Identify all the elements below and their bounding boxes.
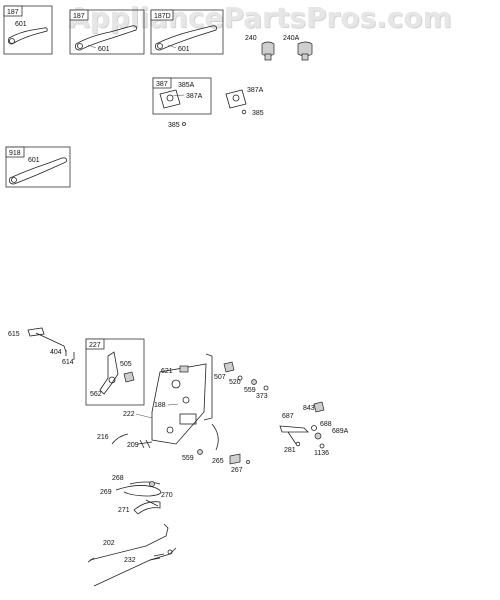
part-559a[interactable]: 559 (244, 379, 257, 395)
box-187-tag: 187 (7, 9, 19, 16)
part-688[interactable]: 688 (311, 421, 332, 431)
part-614[interactable]: 614 (62, 352, 75, 366)
part-268[interactable]: 268 (112, 475, 161, 485)
part-387a[interactable]: 387A 385 (225, 87, 264, 117)
part-216[interactable]: 216 (97, 433, 129, 445)
svg-text:232: 232 (124, 557, 136, 564)
svg-text:562: 562 (90, 391, 102, 398)
svg-text:387A: 387A (186, 93, 203, 100)
svg-text:188: 188 (154, 402, 166, 409)
svg-text:387: 387 (156, 81, 168, 88)
svg-text:615: 615 (8, 331, 20, 338)
svg-text:387A: 387A (247, 87, 264, 94)
svg-text:385: 385 (252, 110, 264, 117)
svg-text:216: 216 (97, 434, 109, 441)
part-265[interactable]: 265 (211, 423, 224, 465)
svg-text:689A: 689A (332, 428, 349, 435)
svg-text:614: 614 (62, 359, 74, 366)
box-227[interactable]: 227 505 562 (85, 338, 145, 406)
part-267[interactable]: 267 (229, 453, 250, 474)
part-232[interactable]: 232 (93, 547, 177, 587)
svg-text:202: 202 (103, 540, 115, 547)
svg-text:1136: 1136 (314, 450, 329, 457)
part-689a[interactable]: 689A (314, 428, 349, 440)
svg-text:268: 268 (112, 475, 124, 482)
svg-text:520: 520 (229, 379, 241, 386)
svg-text:227: 227 (89, 342, 101, 349)
part-271[interactable]: 271 (118, 501, 161, 515)
svg-text:240: 240 (245, 35, 257, 42)
svg-text:385: 385 (168, 122, 180, 129)
part-520[interactable]: 520 (229, 375, 243, 386)
svg-text:271: 271 (118, 507, 130, 514)
svg-text:505: 505 (120, 361, 132, 368)
box-187b[interactable]: 187 601 (69, 9, 145, 55)
svg-text:687: 687 (282, 413, 294, 420)
svg-text:222: 222 (123, 411, 135, 418)
part-222[interactable]: 222 (123, 411, 153, 419)
box-187d[interactable]: 187D 601 (150, 9, 224, 55)
svg-text:281: 281 (284, 447, 296, 454)
svg-text:601: 601 (28, 157, 40, 164)
svg-text:559: 559 (182, 455, 194, 462)
part-202[interactable]: 202 (87, 523, 169, 563)
box-187d-part: 601 (178, 46, 190, 53)
box-187b-part: 601 (98, 46, 110, 53)
part-843[interactable]: 843 (303, 401, 325, 413)
part-209[interactable]: 209 (127, 439, 153, 449)
svg-text:270: 270 (161, 492, 173, 499)
box-187[interactable]: 187 601 (3, 5, 53, 55)
part-559b[interactable]: 559 (182, 449, 203, 463)
svg-text:688: 688 (320, 421, 332, 428)
part-1136[interactable]: 1136 (314, 443, 329, 457)
svg-text:507: 507 (214, 374, 226, 381)
part-270[interactable]: 270 (145, 492, 173, 507)
svg-text:404: 404 (50, 349, 62, 356)
part-188[interactable]: 188 (154, 402, 179, 409)
svg-text:621: 621 (161, 368, 173, 375)
part-507[interactable]: 507 (214, 361, 235, 381)
svg-text:209: 209 (127, 442, 139, 449)
part-281[interactable]: 281 (284, 441, 301, 454)
part-269[interactable]: 269 (100, 481, 162, 497)
svg-text:265: 265 (212, 458, 224, 465)
part-240a[interactable]: 240A (283, 35, 313, 61)
svg-text:240A: 240A (283, 35, 300, 42)
svg-text:269: 269 (100, 489, 112, 496)
svg-text:385A: 385A (178, 82, 195, 89)
box-387[interactable]: 387 385A 387A (152, 77, 212, 115)
box-187d-tag: 187D (154, 13, 171, 20)
box-918[interactable]: 918 601 (5, 146, 71, 188)
svg-text:559: 559 (244, 387, 256, 394)
part-687[interactable]: 687 (279, 413, 309, 445)
box-187b-tag: 187 (73, 13, 85, 20)
part-373[interactable]: 373 (256, 385, 269, 400)
svg-text:373: 373 (256, 393, 268, 400)
part-404[interactable]: 404 (50, 349, 67, 356)
svg-text:918: 918 (9, 150, 21, 157)
part-621[interactable]: 621 (161, 365, 189, 375)
part-385[interactable]: 385 (168, 122, 186, 129)
part-240[interactable]: 240 (245, 35, 275, 61)
svg-text:843: 843 (303, 405, 315, 412)
svg-text:267: 267 (231, 467, 243, 474)
box-187-part: 601 (15, 21, 27, 28)
governor-bracket[interactable] (151, 353, 213, 445)
